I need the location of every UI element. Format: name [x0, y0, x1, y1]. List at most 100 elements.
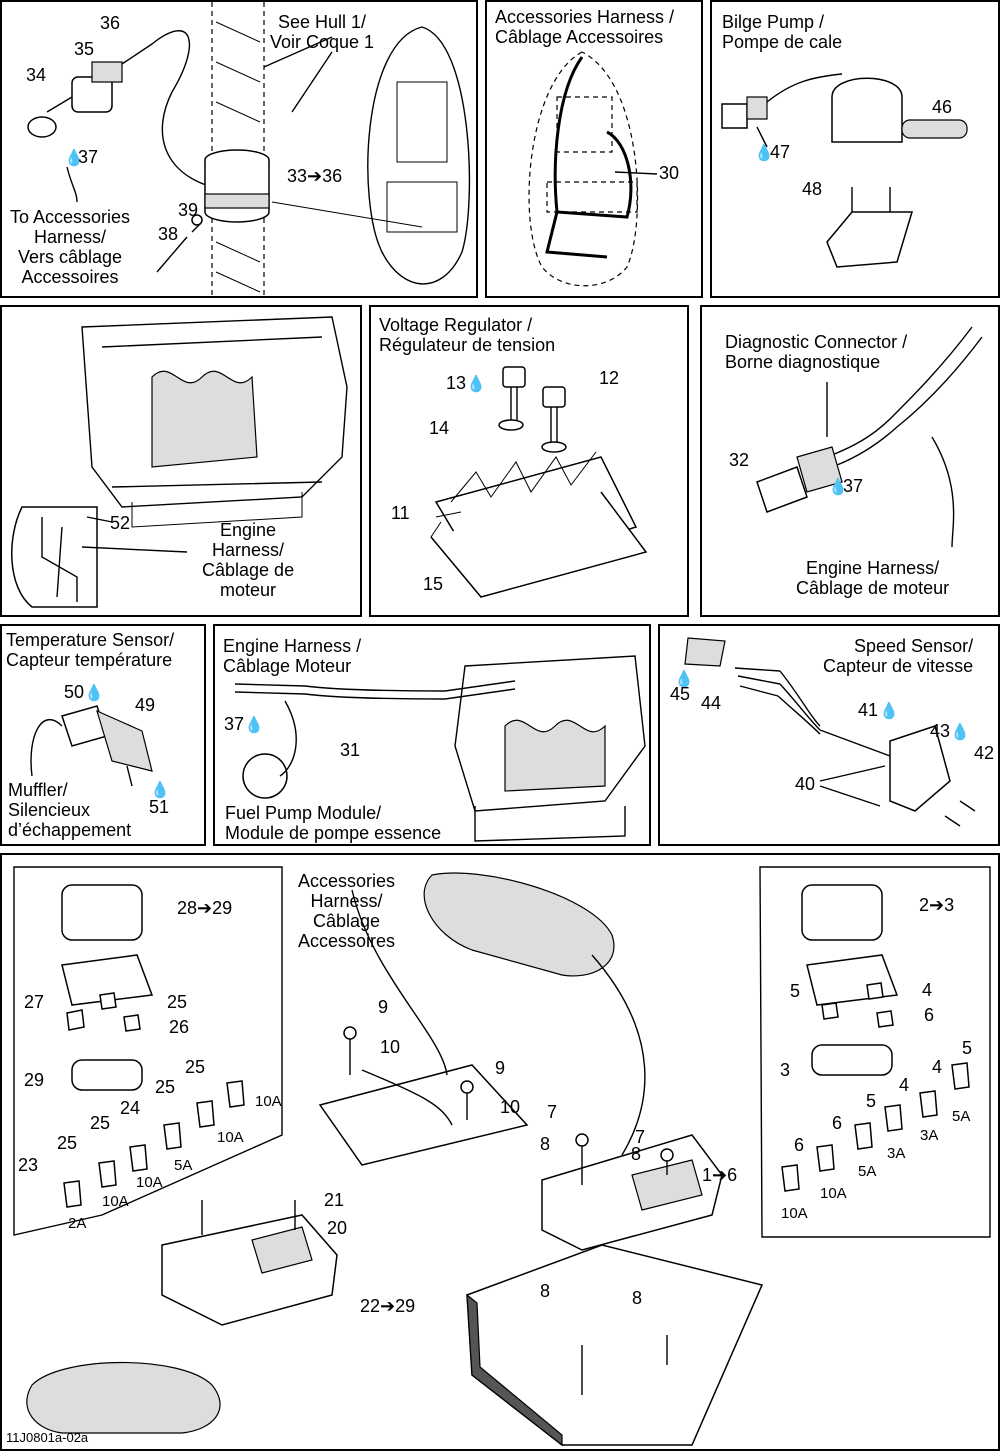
callout-7: 7: [635, 1127, 646, 1147]
callout-30: 30: [659, 163, 680, 183]
callout-21: 21: [324, 1190, 345, 1210]
panel-accessories-harness: Accessories Harness / Câblage Accessoire…: [485, 0, 703, 298]
callout-48: 48: [802, 179, 823, 199]
hull-illustration: [27, 2, 471, 296]
callout-5: 5: [962, 1038, 973, 1058]
callout-5: 5: [866, 1091, 877, 1111]
drop-of-sealant-icon: 💧: [466, 376, 486, 393]
callout-6: 6: [794, 1135, 805, 1155]
fuel-pump-label: Fuel Pump Module/ Module de pompe essenc…: [225, 803, 442, 843]
drop-of-sealant-icon: 💧: [244, 717, 264, 734]
callout-10: 10: [380, 1037, 401, 1057]
boat-harness-illustration: [528, 51, 658, 287]
rating-3a: 3A: [920, 1127, 939, 1144]
panel-voltage-regulator: Voltage Regulator / Régulateur de tensio…: [369, 305, 689, 617]
callout-20: 20: [327, 1218, 348, 1238]
rating-3a: 3A: [887, 1145, 906, 1162]
speed-sensor-title: Speed Sensor/ Capteur de vitesse: [823, 636, 974, 676]
rating-10a: 10A: [102, 1193, 129, 1210]
engine-harness-illustration: [234, 655, 646, 842]
callout-1-6: 1➔6: [702, 1165, 738, 1185]
callout-28-29: 28➔29: [177, 898, 233, 918]
accessories-harness-title: Accessories Harness / Câblage Accessoire…: [495, 7, 675, 47]
callout-2-3: 2➔3: [919, 895, 955, 915]
callout-3: 3: [780, 1060, 791, 1080]
callout-37: 37: [78, 147, 99, 167]
panel-engine-harness-top: 52 Engine Harness/ Câblage de moteur: [0, 305, 362, 617]
diagram-code: 11J0801a-02a: [6, 1430, 89, 1445]
drop-of-sealant-icon: 💧: [674, 671, 694, 688]
callout-38: 38: [158, 224, 179, 244]
panel-hull: 36 35 34 💧 37 33➔36 39 38 See Hull 1/ Vo…: [0, 0, 478, 298]
rating-10a: 10A: [217, 1129, 244, 1146]
callout-37: 37: [843, 476, 864, 496]
rating-5a: 5A: [858, 1163, 877, 1180]
callout-39: 39: [178, 200, 199, 220]
see-hull-label: See Hull 1/ Voir Coque 1: [270, 12, 375, 52]
callout-25: 25: [90, 1113, 111, 1133]
callout-41: 41: [858, 700, 879, 720]
temperature-sensor-illustration: [30, 705, 153, 787]
panel-bilge-pump: Bilge Pump / Pompe de cale 46 💧 47 48: [710, 0, 1000, 298]
callout-12: 12: [599, 368, 620, 388]
callout-43: 43: [930, 721, 951, 741]
callout-51: 51: [149, 797, 170, 817]
voltage-regulator-title: Voltage Regulator / Régulateur de tensio…: [379, 315, 556, 355]
callout-7: 7: [547, 1102, 558, 1122]
accessories-harness-label: Accessories Harness/ Câblage Accessoires: [298, 871, 396, 951]
callout-6: 6: [924, 1005, 935, 1025]
rating-10a: 10A: [781, 1205, 808, 1222]
callout-8: 8: [631, 1144, 642, 1164]
callout-6: 6: [832, 1113, 843, 1133]
callout-29: 29: [24, 1070, 45, 1090]
callout-40: 40: [795, 774, 816, 794]
rating-5a: 5A: [952, 1108, 971, 1125]
callout-25: 25: [185, 1057, 206, 1077]
callout-52: 52: [110, 513, 131, 533]
callout-49: 49: [135, 695, 156, 715]
engine-harness-title: Engine Harness / Câblage Moteur: [223, 636, 362, 676]
callout-46: 46: [932, 97, 953, 117]
temperature-title: Temperature Sensor/ Capteur température: [6, 630, 175, 670]
panel-temperature: Temperature Sensor/ Capteur température …: [0, 624, 206, 846]
bilge-pump-illustration: [721, 73, 968, 268]
drop-of-sealant-icon: 💧: [950, 724, 970, 741]
panel-speed-sensor: Speed Sensor/ Capteur de vitesse 💧 45 44…: [658, 624, 1000, 846]
callout-44: 44: [701, 693, 722, 713]
callout-47: 47: [770, 142, 791, 162]
rating-10a: 10A: [255, 1093, 282, 1110]
callout-23: 23: [18, 1155, 39, 1175]
callout-4: 4: [922, 980, 933, 1000]
fuse-box-illustration: [13, 866, 991, 1447]
callout-13: 13: [446, 373, 467, 393]
muffler-label: Muffler/ Silencieux d’échappement: [8, 780, 132, 840]
callout-4: 4: [899, 1075, 910, 1095]
bilge-pump-title: Bilge Pump / Pompe de cale: [722, 12, 843, 52]
panel-engine-harness-mid: Engine Harness / Câblage Moteur 37 💧 31 …: [213, 624, 651, 846]
callout-33-36: 33➔36: [287, 166, 343, 186]
panel-fuse-boxes: Accessories Harness/ Câblage Accessoires…: [0, 853, 1000, 1451]
callout-32: 32: [729, 450, 750, 470]
rating-10a: 10A: [820, 1185, 847, 1202]
callout-14: 14: [429, 418, 450, 438]
callout-34: 34: [26, 65, 47, 85]
rating-10a: 10A: [136, 1174, 163, 1191]
callout-8: 8: [540, 1281, 551, 1301]
callout-35: 35: [74, 39, 95, 59]
callout-31: 31: [340, 740, 361, 760]
callout-22-29: 22➔29: [360, 1296, 416, 1316]
callout-25: 25: [167, 992, 188, 1012]
to-accessories-label: To Accessories Harness/ Vers câblage Acc…: [10, 207, 131, 287]
diagnostic-title: Diagnostic Connector / Borne diagnostiqu…: [725, 332, 908, 372]
callout-25: 25: [57, 1133, 78, 1153]
voltage-regulator-illustration: [430, 366, 648, 598]
callout-9: 9: [495, 1058, 506, 1078]
drop-of-sealant-icon: 💧: [150, 782, 170, 799]
drop-of-sealant-icon: 💧: [64, 150, 84, 167]
callout-27: 27: [24, 992, 45, 1012]
callout-24: 24: [120, 1098, 141, 1118]
engine-harness-label: Engine Harness/ Câblage de moteur: [796, 558, 950, 598]
callout-25: 25: [155, 1077, 176, 1097]
callout-15: 15: [423, 574, 444, 594]
callout-50: 50: [64, 682, 85, 702]
